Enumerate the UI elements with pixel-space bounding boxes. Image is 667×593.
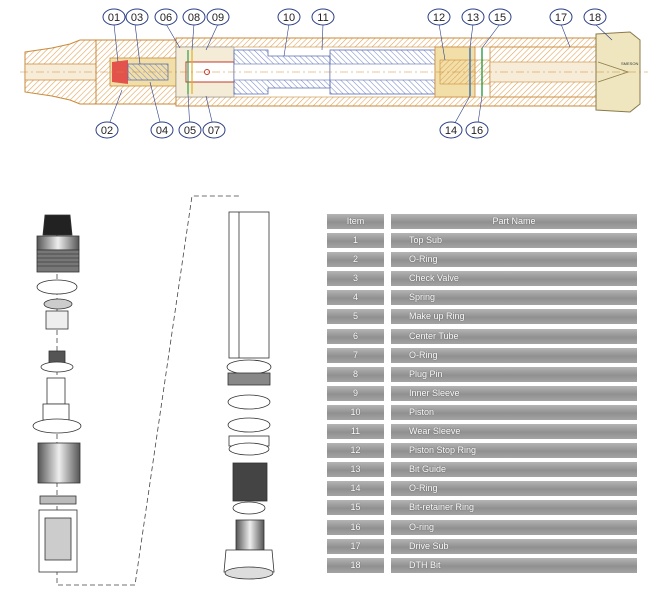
table-row: 4 Spring xyxy=(327,290,637,306)
row-item-number: 5 xyxy=(352,311,358,322)
callout-07: 07 xyxy=(208,125,220,137)
row-part-name: Top Sub xyxy=(409,235,443,245)
row-part-name: Inner Sleeve xyxy=(409,387,460,398)
table-row: 17 Drive Sub xyxy=(327,538,637,554)
row-part-name: O-Ring xyxy=(409,483,438,494)
row-item-number: 11 xyxy=(350,426,361,436)
row-part-name: Piston Stop Ring xyxy=(409,445,477,456)
callout-05: 05 xyxy=(184,125,196,137)
row-item-number: 10 xyxy=(350,406,361,417)
row-part-name: O-ring xyxy=(409,521,435,532)
callout-08: 08 xyxy=(188,12,200,24)
row-item-number: 9 xyxy=(352,387,358,398)
table-row: 16 O-ring xyxy=(327,519,637,535)
row-item-number: 2 xyxy=(352,254,358,265)
callout-04: 04 xyxy=(156,125,168,137)
row-item-number: 17 xyxy=(350,540,361,551)
row-part-name: Drive Sub xyxy=(409,540,449,551)
row-part-name: O-Ring xyxy=(409,254,438,265)
row-item-number: 18 xyxy=(350,559,361,570)
table-row: 6 Center Tube xyxy=(327,328,637,344)
wear-sleeve-part xyxy=(228,211,270,359)
row-item-number: 7 xyxy=(352,349,358,360)
table-row: 5 Make up Ring xyxy=(327,309,637,325)
table-row: 11 Wear Sleeve xyxy=(327,424,637,439)
table-row: 15 Bit-retainer Ring xyxy=(327,500,637,516)
callout-02: 02 xyxy=(101,125,113,137)
row-item-number: 14 xyxy=(350,483,361,494)
table-row: 12 Piston Stop Ring xyxy=(327,443,637,459)
row-part-name: DTH Bit xyxy=(409,559,441,570)
table-row: 1 Top Sub xyxy=(327,233,637,248)
row-item-number: 4 xyxy=(352,292,358,303)
table-row: 8 Plug Pin xyxy=(327,366,637,382)
top-sub-part xyxy=(36,214,80,273)
bit-marking: SMESON xyxy=(621,61,638,66)
row-part-name: Plug Pin xyxy=(409,368,443,379)
row-item-number: 3 xyxy=(352,273,358,284)
row-part-name: Center Tube xyxy=(409,330,459,341)
row-item-number: 1 xyxy=(352,235,358,245)
table-row: 7 O-Ring xyxy=(327,347,637,363)
row-part-name: Wear Sleeve xyxy=(409,426,461,436)
row-item-number: 6 xyxy=(352,330,358,341)
table-row: 3 Check Valve xyxy=(327,271,637,287)
callout-18: 18 xyxy=(589,12,601,24)
row-item-number: 15 xyxy=(350,502,361,513)
hammer-cross-section: SMESON xyxy=(20,31,648,113)
exploded-view xyxy=(32,195,275,586)
row-part-name: Make up Ring xyxy=(409,311,465,322)
header-item: Item xyxy=(346,216,365,226)
table-row: 9 Inner Sleeve xyxy=(327,385,637,401)
callout-10: 10 xyxy=(283,12,295,24)
callout-12: 12 xyxy=(433,12,445,24)
row-part-name: Spring xyxy=(409,292,436,303)
table-row: 13 Bit Guide xyxy=(327,462,637,478)
callout-06: 06 xyxy=(160,12,172,24)
dth-bit-part xyxy=(223,519,275,580)
row-part-name: Check Valve xyxy=(409,273,459,284)
row-item-number: 13 xyxy=(350,464,361,475)
row-part-name: Bit Guide xyxy=(409,464,447,475)
header-part-name: Part Name xyxy=(492,216,536,226)
row-item-number: 12 xyxy=(350,445,361,456)
callout-16: 16 xyxy=(471,125,483,137)
table-row: 14 O-Ring xyxy=(327,481,637,497)
callout-14: 14 xyxy=(445,125,457,137)
row-part-name: Bit-retainer Ring xyxy=(409,502,475,513)
table-row: 2 O-Ring xyxy=(327,252,637,268)
o-ring-part xyxy=(36,279,78,295)
callout-17: 17 xyxy=(555,12,567,24)
callout-15: 15 xyxy=(494,12,506,24)
callout-01: 01 xyxy=(108,12,120,24)
callout-03: 03 xyxy=(131,12,143,24)
row-part-name: O-Ring xyxy=(409,349,438,360)
row-item-number: 8 xyxy=(352,368,358,379)
callout-labels: 01 02 03 04 05 06 07 08 09 10 11 12 13 1… xyxy=(101,12,601,137)
callout-bubbles xyxy=(95,8,607,139)
row-item-number: 16 xyxy=(350,521,361,532)
row-part-name: Piston xyxy=(409,406,435,417)
table-row: 10 Piston xyxy=(327,404,637,420)
callout-13: 13 xyxy=(467,12,479,24)
table-row: 18 DTH Bit xyxy=(327,557,637,573)
callout-11: 11 xyxy=(317,12,328,24)
table-header: Item Part Name xyxy=(327,214,637,229)
callout-09: 09 xyxy=(212,12,224,24)
drive-sub-part xyxy=(232,462,268,502)
